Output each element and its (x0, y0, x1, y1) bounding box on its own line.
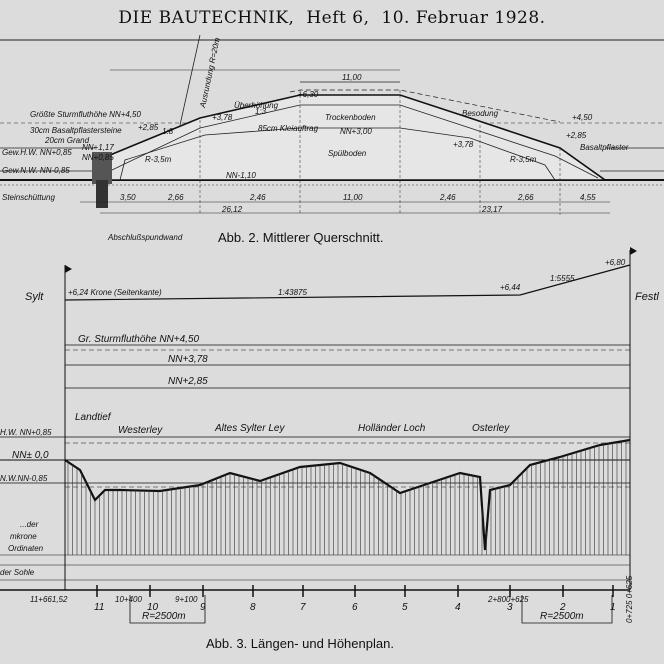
fig3-km9: 9+100 (175, 595, 198, 604)
station-label: 9 (200, 602, 206, 613)
station-label: 2 (559, 602, 566, 613)
fig3-altes-label: Altes Sylter Ley (214, 423, 285, 434)
fig2-basalt-right-label: Basaltpflaster (580, 143, 629, 152)
fig2-378a-label: +3,78 (212, 113, 233, 122)
station-label: 6 (352, 602, 358, 613)
fig3-festl-label: Festl (635, 291, 659, 303)
station-label: 11 (94, 602, 104, 613)
radius-bracket-left (129, 595, 206, 624)
station-ticks (96, 585, 614, 597)
fig3-legend2: mkrone (10, 532, 37, 541)
fig2-total1: 26,12 (221, 205, 243, 214)
fig2-nn117-label: NN+1,17 (82, 143, 114, 152)
station-labels: 11 10 9 8 7 6 5 4 3 2 1 (94, 602, 616, 613)
radius-bracket-right (521, 595, 613, 624)
fig2-dim3: 2,46 (249, 193, 266, 202)
fig2-crest-label: +6,30 (298, 90, 319, 99)
fig2-285b-label: +2,85 (566, 131, 587, 140)
journal-title: DIE BAUTECHNIK, (118, 8, 295, 28)
fig3-slope2-label: 1:5555 (550, 274, 575, 283)
fig3-westerley-label: Westerley (118, 425, 163, 436)
fig2-besodung-label: Besodung (462, 109, 499, 118)
ordinate-hatching (67, 440, 627, 555)
fig3-legend1: ...der (20, 520, 39, 529)
sheet-pile (92, 152, 112, 184)
fig2-dim6: 2,66 (517, 193, 534, 202)
fig3-km-end: 0+725 0+625 (625, 575, 634, 623)
fig3-sylt-label: Sylt (25, 291, 44, 303)
fig2-dim1: 3,50 (120, 193, 136, 202)
issue-date: 10. Februar 1928. (381, 8, 546, 28)
fig3-644-label: +6,44 (500, 283, 521, 292)
fig2-total2: 23,17 (481, 205, 503, 214)
issue-number: Heft 6, (306, 8, 370, 28)
fig2-cross-section: Größte Sturmfluthöhe NN+4,50 30cm Basalt… (0, 34, 664, 242)
fig2-dim2: 2,66 (167, 193, 184, 202)
fig2-trocken-label: Trockenboden (325, 113, 376, 122)
station-label: 8 (250, 602, 256, 613)
fig3-osterley-label: Osterley (472, 423, 510, 434)
fig2-285a-label: +2,85 (138, 123, 159, 132)
fig2-klei-label: 85cm Kleiauftrag (258, 124, 319, 133)
fig2-width-label: 11,00 (342, 73, 362, 82)
fig3-hw-label: H.W. NN+0,85 (0, 428, 52, 437)
fig3-km2: 2+800+625 (487, 595, 529, 604)
fig2-nn085-label: NN+0,85 (82, 153, 114, 162)
station-label: 7 (300, 602, 306, 613)
crest-line (64, 264, 631, 301)
fig2-abschluss-label: Abschlußspundwand (107, 233, 183, 242)
fig2-378b-label: +3,78 (453, 140, 474, 149)
station-label: 4 (455, 602, 461, 613)
fig3-hollaender-label: Holländer Loch (358, 423, 426, 434)
fig2-stein-label: Steinschüttung (2, 193, 55, 202)
fig2-nn110-label: NN-1,10 (226, 171, 256, 180)
fig3-radius1: R=2500m (142, 611, 186, 622)
fig2-dim7: 4,55 (580, 193, 596, 202)
fig2-spuel-label: Spülboden (328, 149, 367, 158)
fig3-legend4: der Sohle (0, 568, 35, 577)
station-label: 10 (147, 602, 159, 613)
fig2-dim5: 2,46 (439, 193, 456, 202)
station-label: 3 (507, 602, 513, 613)
fig2-grand-label: 20cm Grand (44, 136, 90, 145)
fig3-landtief-label: Landtief (75, 412, 112, 423)
station-label: 5 (402, 602, 408, 613)
fig3-km10: 10+400 (115, 595, 142, 604)
fig2-r35b-label: R-3,5m (510, 155, 537, 164)
fig2-nw-label: Gew.N.W. NN-0,85 (2, 166, 70, 175)
fig3-slope1-label: 1:43875 (278, 288, 307, 297)
fig2-dim4: 11,00 (343, 193, 363, 202)
fig3-caption: Abb. 3. Längen- und Höhenplan. (206, 636, 394, 651)
fig3-krone-label: +6,24 Krone (Seitenkante) (68, 288, 162, 297)
fig2-r35a-label: R-3,5m (145, 155, 172, 164)
fig2-ausrundung-label: Ausrundung R=20m (198, 36, 222, 109)
fig3-legend3: Ordinaten (8, 544, 44, 553)
fig3-680-label: +6,80 (605, 258, 626, 267)
fig3-nn285-label: NN+2,85 (168, 376, 208, 387)
station-label: 1 (610, 602, 616, 613)
fig3-storm-label: Gr. Sturmfluthöhe NN+4,50 (78, 334, 200, 345)
dike-body (93, 94, 608, 181)
fig2-storm-label: Größte Sturmfluthöhe NN+4,50 (30, 110, 141, 119)
fig2-slope13-label: 1:3 (255, 107, 267, 116)
fig3-nn378-label: NN+3,78 (168, 354, 208, 365)
fig3-km-start: 11+661,52 (30, 595, 68, 604)
fig3-nw-label: N.W.NN-0,85 (0, 474, 48, 483)
fig2-hw-label: Gew.H.W. NN+0,85 (2, 148, 72, 157)
fig2-ueberhoehung-label: Überhöhung (234, 101, 279, 110)
fig2-slope18-label: 1:8 (162, 127, 174, 136)
fig2-basalt30-label: 30cm Basaltpflastersteine (30, 126, 122, 135)
fig3-profile: Sylt Festl +6,24 Krone (Seitenkante) 1:4… (0, 247, 659, 624)
seabed-profile (64, 438, 631, 551)
fig2-450-label: +4,50 (572, 113, 593, 122)
fig3-nn0-label: NN± 0,0 (12, 450, 49, 461)
page-header: DIE BAUTECHNIK, Heft 6, 10. Februar 1928… (0, 8, 664, 28)
fig2-nn300-label: NN+3,00 (340, 127, 372, 136)
fig3-radius2: R=2500m (540, 611, 584, 622)
fig2-caption: Abb. 2. Mittlerer Querschnitt. (218, 230, 384, 245)
